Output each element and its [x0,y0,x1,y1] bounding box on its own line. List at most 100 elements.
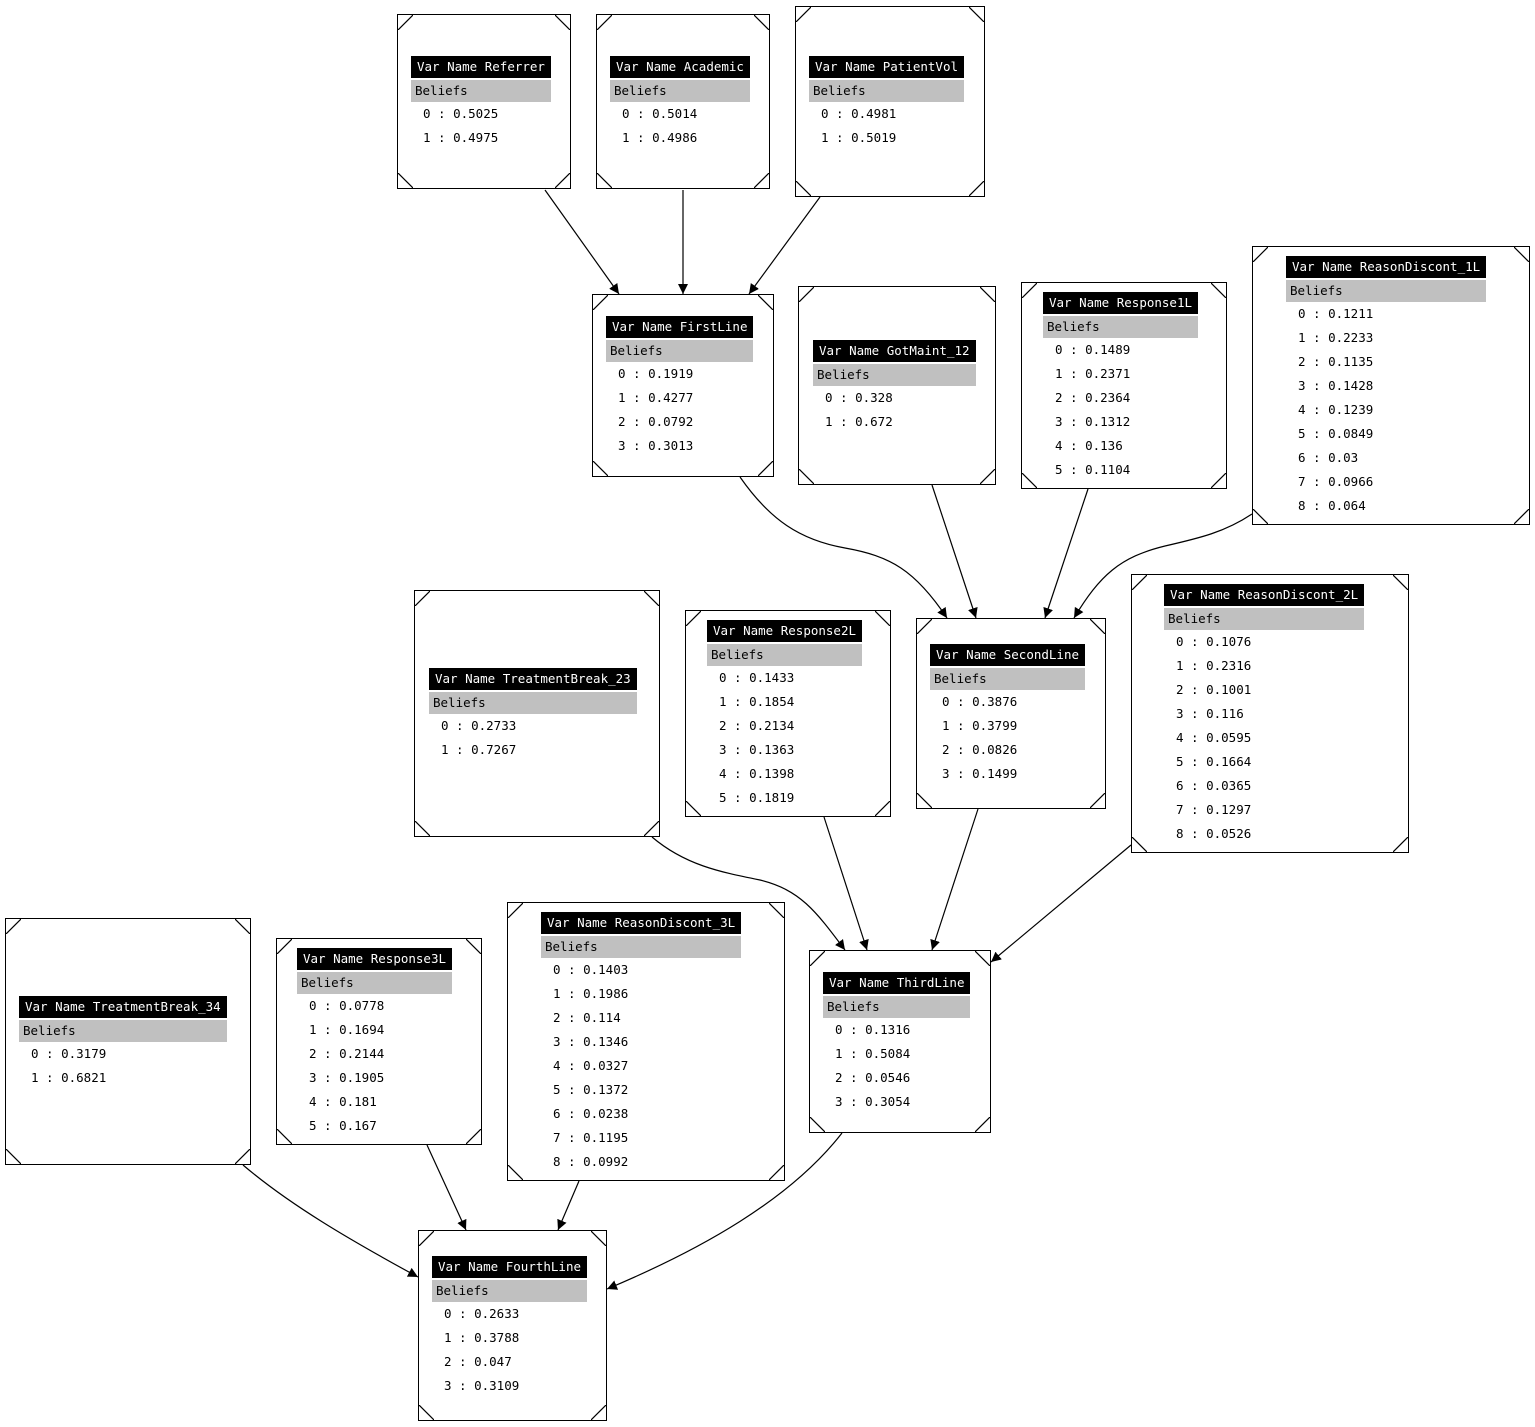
belief-value: 0.1694 [339,1022,385,1037]
belief-state: 2 [942,742,950,757]
belief-value: 0.114 [583,1010,621,1025]
belief-row: 1 : 0.4986 [622,130,698,145]
belief-row: 5 : 0.1664 [1176,754,1252,769]
corner-mark [593,461,608,476]
var-name: TreatmentBreak_34 [92,999,221,1014]
var-name-prefix: Var Name [815,59,876,74]
belief-row: 2 : 0.1001 [1176,682,1252,697]
belief-value: 0.0826 [972,742,1018,757]
var-name-prefix: Var Name [612,319,673,334]
belief-value: 0.3179 [61,1046,107,1061]
var-name: Response1L [1116,295,1193,310]
corner-mark [508,903,523,918]
belief-state: 1 [553,986,561,1001]
corner-mark [969,181,984,196]
corner-mark [597,173,612,188]
belief-state: 0 [719,670,727,685]
edge-firstline-to-secondline [739,476,948,619]
corner-mark [975,1117,990,1132]
beliefs-header: Beliefs [606,340,754,362]
belief-state: 2 [553,1010,561,1025]
belief-value: 0.1403 [583,962,629,977]
corner-mark [758,461,773,476]
corner-mark [419,1405,434,1420]
belief-row: 3 : 0.1905 [309,1070,385,1085]
belief-value: 0.167 [339,1118,377,1133]
belief-state: 3 [1055,414,1063,429]
belief-state: 5 [1298,426,1306,441]
belief-row: 3 : 0.1346 [553,1034,629,1049]
belief-row: 1 : 0.2233 [1298,330,1374,345]
belief-row: 8 : 0.0992 [553,1154,629,1169]
belief-state: 1 [441,742,449,757]
node-title: Var Name Response3L [297,948,453,970]
belief-value: 0.1211 [1328,306,1374,321]
corner-mark [555,15,570,30]
corner-mark [591,1405,606,1420]
var-name-prefix: Var Name [819,343,880,358]
belief-value: 0.3054 [865,1094,911,1109]
belief-row: 3 : 0.3013 [618,438,694,453]
corner-mark [555,173,570,188]
belief-row: 0 : 0.2633 [444,1306,520,1321]
belief-state: 0 [835,1022,843,1037]
belief-row: 8 : 0.0526 [1176,826,1252,841]
belief-row: 3 : 0.1428 [1298,378,1374,393]
belief-value: 0.1104 [1085,462,1131,477]
corner-mark [415,821,430,836]
belief-row: 1 : 0.672 [825,414,893,429]
corner-mark [644,821,659,836]
belief-row: 1 : 0.2371 [1055,366,1131,381]
node-title: Var Name GotMaint_12 [813,340,976,362]
belief-value: 0.4277 [648,390,694,405]
belief-state: 3 [835,1094,843,1109]
belief-row: 6 : 0.0365 [1176,778,1252,793]
corner-mark [796,181,811,196]
belief-row: 0 : 0.1316 [835,1022,911,1037]
belief-row: 1 : 0.6821 [31,1070,107,1085]
belief-value: 0.5084 [865,1046,911,1061]
var-name-prefix: Var Name [713,623,774,638]
belief-row: 7 : 0.1195 [553,1130,629,1145]
beliefs-header: Beliefs [1164,608,1365,630]
corner-mark [875,801,890,816]
belief-row: 1 : 0.1986 [553,986,629,1001]
belief-value: 0.1489 [1085,342,1131,357]
beliefs-header: Beliefs [813,364,976,386]
belief-value: 0.6821 [61,1070,107,1085]
corner-mark [980,469,995,484]
belief-row: 0 : 0.1211 [1298,306,1374,321]
belief-state: 2 [309,1046,317,1061]
belief-value: 0.2134 [749,718,795,733]
var-name: ReasonDiscont_3L [614,915,736,930]
edge-response1l-to-secondline [1043,488,1089,619]
belief-value: 0.0778 [339,998,385,1013]
belief-row: 0 : 0.1919 [618,366,694,381]
corner-mark [796,7,811,22]
belief-value: 0.064 [1328,498,1366,513]
var-name-prefix: Var Name [438,1259,499,1274]
belief-row: 1 : 0.3799 [942,718,1018,733]
corner-mark [508,1165,523,1180]
belief-value: 0.5014 [652,106,698,121]
corner-mark [1090,793,1105,808]
belief-state: 0 [444,1306,452,1321]
corner-mark [1514,509,1529,524]
beliefs-header: Beliefs [930,668,1086,690]
belief-value: 0.1905 [339,1070,385,1085]
belief-value: 0.0526 [1206,826,1252,841]
corner-mark [969,7,984,22]
belief-row: 1 : 0.1694 [309,1022,385,1037]
belief-value: 0.181 [339,1094,377,1109]
belief-value: 0.1433 [749,670,795,685]
belief-row: 0 : 0.328 [825,390,893,405]
corner-mark [1393,837,1408,852]
